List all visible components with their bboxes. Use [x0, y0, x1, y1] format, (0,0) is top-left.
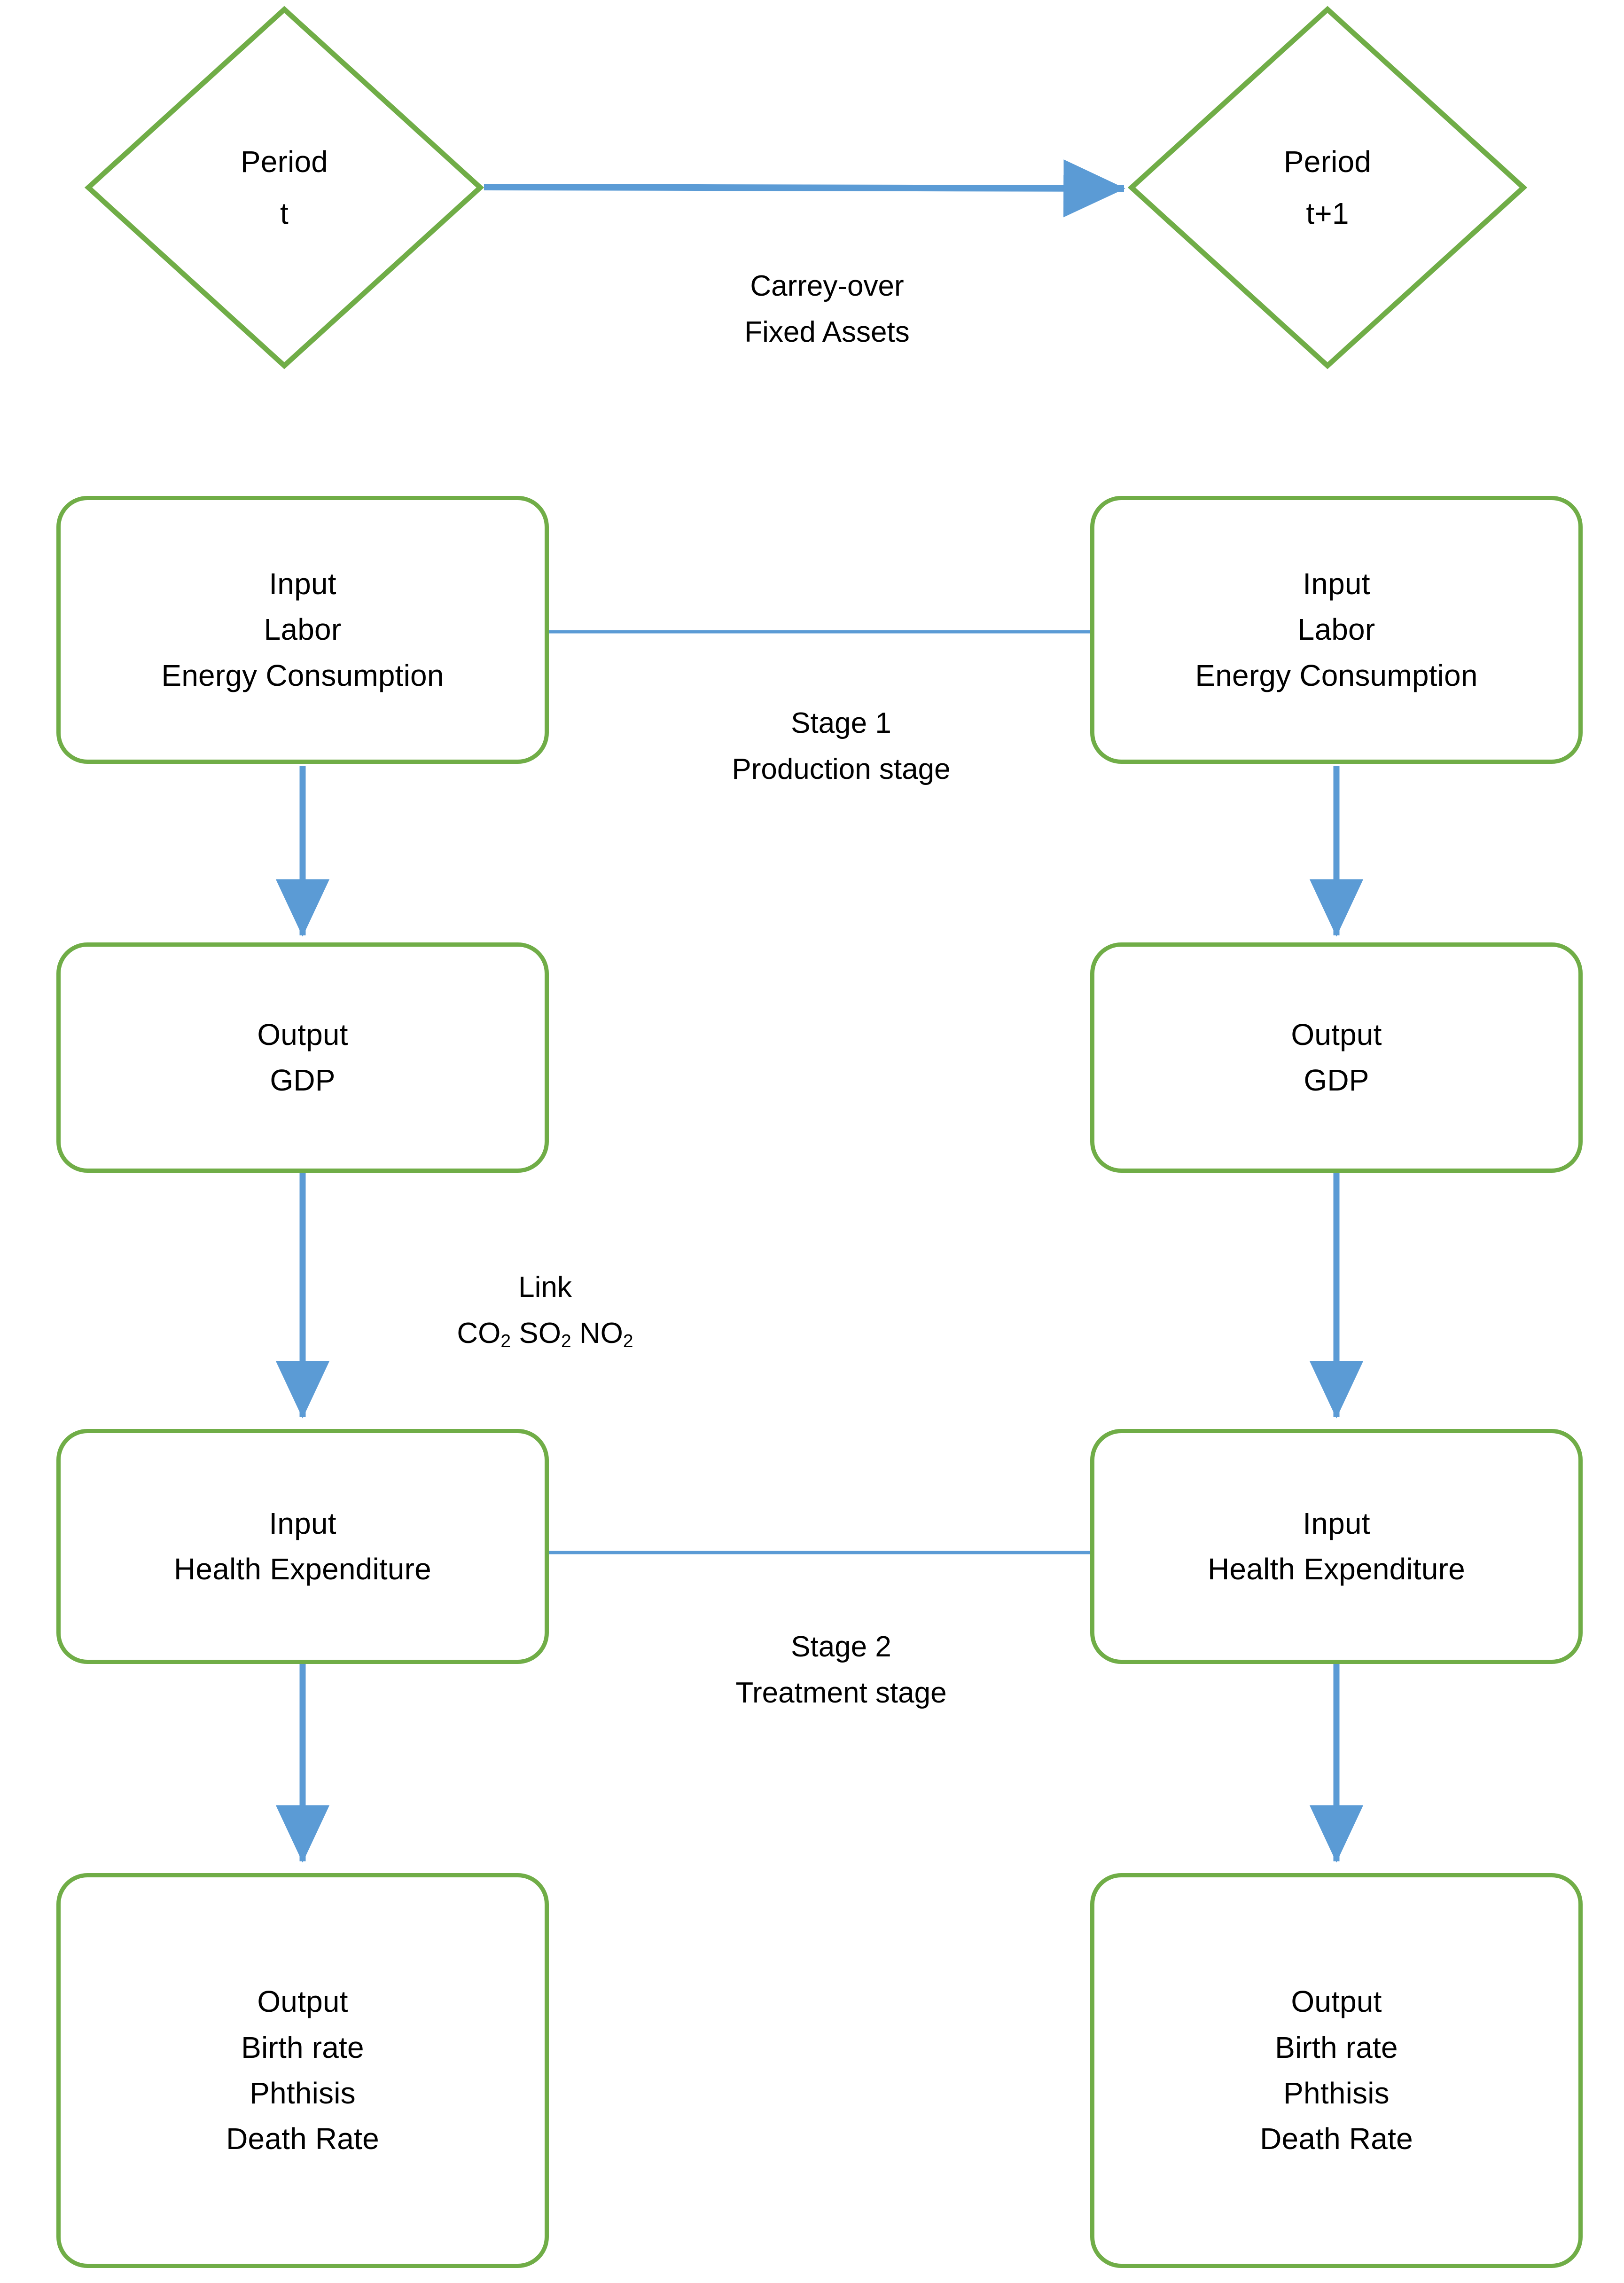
left-stage2-input-kind: Input	[269, 1506, 336, 1540]
left-stage2-output-item-2: Phthisis	[250, 2076, 356, 2110]
diamond-shape	[84, 6, 484, 369]
carryover-line-2: Fixed Assets	[744, 315, 910, 348]
link-line-2: CO2 SO2 NO2	[457, 1310, 633, 1357]
carryover-label: Carrey-over Fixed Assets	[744, 263, 909, 355]
left-stage1-input-box[interactable]: Input Labor Energy Consumption	[56, 496, 549, 764]
right-stage1-input-item-2: Energy Consumption	[1195, 658, 1478, 692]
right-stage1-input-box[interactable]: Input Labor Energy Consumption	[1090, 496, 1583, 764]
left-stage2-output-item-1: Birth rate	[241, 2030, 364, 2064]
period-t1-node[interactable]: Period t+1	[1127, 6, 1528, 369]
left-stage2-input-item-1: Health Expenditure	[174, 1552, 431, 1586]
period-t1-line-1: Period	[1283, 144, 1372, 179]
stage2-line-1: Stage 2	[791, 1631, 891, 1663]
diamond-shape	[1127, 6, 1528, 369]
right-stage2-output-item-1: Birth rate	[1275, 2030, 1398, 2064]
left-stage1-input-item-2: Energy Consumption	[161, 658, 444, 692]
left-stage2-output-box[interactable]: Output Birth rate Phthisis Death Rate	[56, 1873, 549, 2268]
right-stage1-output-kind: Output	[1291, 1017, 1382, 1051]
right-stage2-output-box[interactable]: Output Birth rate Phthisis Death Rate	[1090, 1873, 1583, 2268]
link-label: Link CO2 SO2 NO2	[457, 1264, 633, 1357]
link-line-1: Link	[518, 1271, 572, 1303]
right-stage2-output-kind: Output	[1291, 1985, 1382, 2019]
period-t1-line-2: t+1	[1306, 196, 1349, 230]
right-stage1-input-item-1: Labor	[1297, 612, 1375, 647]
carryover-line-1: Carrey-over	[750, 270, 904, 302]
link-gas-co2: CO2	[457, 1317, 511, 1352]
period-t-line-2: t	[280, 196, 289, 230]
right-stage1-output-item-1: GDP	[1304, 1063, 1369, 1097]
link-gas-so2: SO2	[519, 1317, 571, 1352]
period-t-line-1: Period	[240, 144, 328, 179]
left-stage1-output-item-1: GDP	[270, 1063, 336, 1097]
left-stage2-output-kind: Output	[257, 1985, 348, 2019]
left-stage1-input-kind: Input	[269, 567, 336, 601]
left-stage1-output-box[interactable]: Output GDP	[56, 942, 549, 1173]
stage1-label: Stage 1 Production stage	[732, 700, 950, 792]
stage1-line-2: Production stage	[732, 753, 951, 785]
right-stage2-output-item-2: Phthisis	[1283, 2076, 1390, 2110]
stage2-line-2: Treatment stage	[735, 1676, 947, 1709]
right-stage2-output-item-3: Death Rate	[1260, 2122, 1413, 2156]
right-stage1-input-kind: Input	[1303, 567, 1370, 601]
right-stage2-input-kind: Input	[1303, 1506, 1370, 1540]
left-stage2-output-item-3: Death Rate	[226, 2122, 379, 2156]
period-t1-text: Period t+1	[1128, 6, 1527, 369]
link-gas-no2: NO2	[579, 1317, 633, 1352]
right-stage1-output-box[interactable]: Output GDP	[1090, 942, 1583, 1173]
connector-carryover	[484, 159, 1125, 218]
stage1-line-1: Stage 1	[791, 707, 891, 739]
period-t-text: Period t	[85, 6, 484, 369]
right-stage2-input-item-1: Health Expenditure	[1208, 1552, 1465, 1586]
left-stage2-input-box[interactable]: Input Health Expenditure	[56, 1429, 549, 1664]
left-stage1-input-item-1: Labor	[264, 612, 342, 647]
period-t-node[interactable]: Period t	[84, 6, 484, 369]
right-stage2-input-box[interactable]: Input Health Expenditure	[1090, 1429, 1583, 1664]
left-stage1-output-kind: Output	[257, 1017, 348, 1051]
stage2-label: Stage 2 Treatment stage	[735, 1624, 946, 1716]
